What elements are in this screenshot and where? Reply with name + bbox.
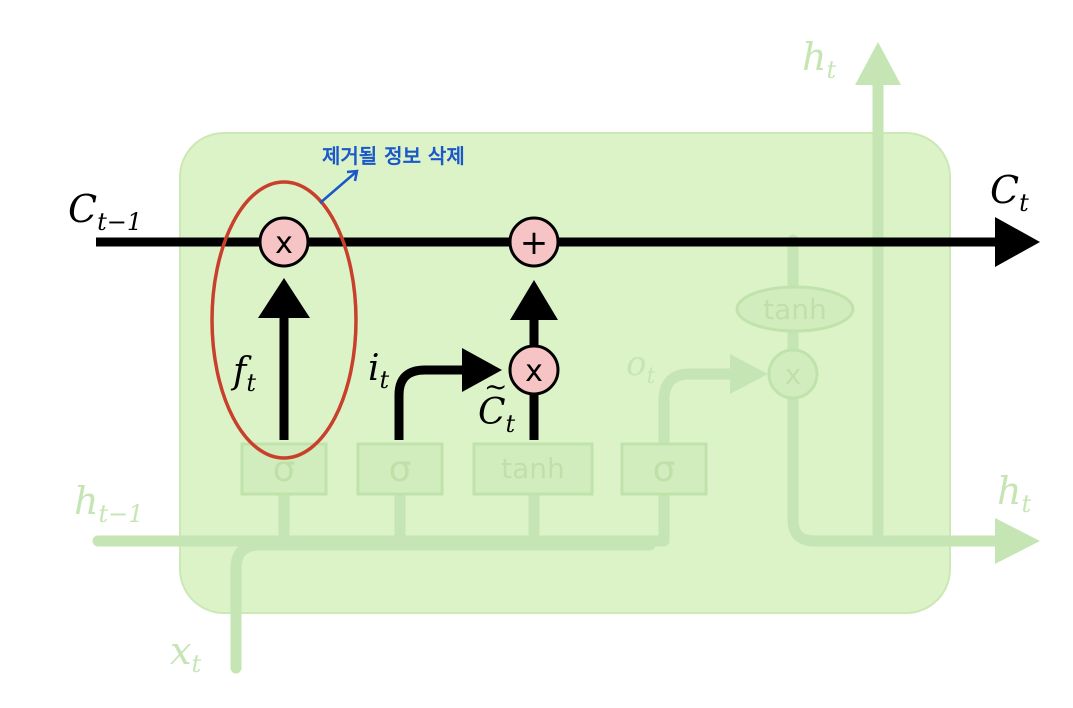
annotation-text: 제거될 정보 삭제 xyxy=(322,144,465,168)
h-t-top-arrowhead xyxy=(855,42,901,85)
add-symbol: + xyxy=(520,223,549,263)
candidate-gate-tanh: tanh xyxy=(501,452,565,485)
forget-multiply-circle xyxy=(258,216,310,268)
forget-multiply-symbol: x xyxy=(275,226,293,261)
x-t-label: xt xyxy=(170,629,201,678)
forget-arrowhead xyxy=(258,278,310,318)
c-tilde-accent: ~ xyxy=(484,370,507,403)
forget-gate-highlight xyxy=(210,180,358,460)
cell-state-arrowhead xyxy=(995,217,1040,267)
output-gate-box xyxy=(620,442,708,496)
i-t-label: it xyxy=(368,348,390,394)
add-arrowhead xyxy=(510,280,558,320)
h-t-right-arrowhead xyxy=(995,518,1040,564)
gate-boxes xyxy=(240,442,708,496)
input-multiply-circle xyxy=(508,344,560,396)
forget-gate-sigma: σ xyxy=(273,449,296,490)
h-t-top-label: ht xyxy=(802,35,836,84)
o-t-label: ot xyxy=(626,344,655,389)
faded-flow-lines xyxy=(92,76,1006,674)
annotation-arrow xyxy=(319,171,357,204)
input-gate-sigma: σ xyxy=(389,449,412,490)
output-gate-sigma: σ xyxy=(653,449,676,490)
c-t-label: Ct xyxy=(990,168,1029,217)
cell-tanh-label: tanh xyxy=(763,293,827,326)
candidate-gate-box xyxy=(472,442,594,496)
input-arrowhead xyxy=(462,348,502,392)
c-tilde-label: Ct xyxy=(478,392,516,438)
output-multiply-symbol: x xyxy=(785,358,802,391)
forget-gate-box xyxy=(240,442,328,496)
input-multiply-symbol: x xyxy=(525,354,543,389)
add-circle xyxy=(508,216,560,268)
h-t-right-label: ht xyxy=(997,469,1031,518)
operators: x + x xyxy=(258,216,560,396)
input-gate-box xyxy=(356,442,444,496)
output-gate-arrowhead xyxy=(730,354,768,394)
cell-tanh-oval xyxy=(735,285,855,333)
h-prev-label: ht−1 xyxy=(74,479,144,528)
output-multiply-circle xyxy=(767,348,819,400)
c-prev-label: Ct−1 xyxy=(68,187,142,236)
